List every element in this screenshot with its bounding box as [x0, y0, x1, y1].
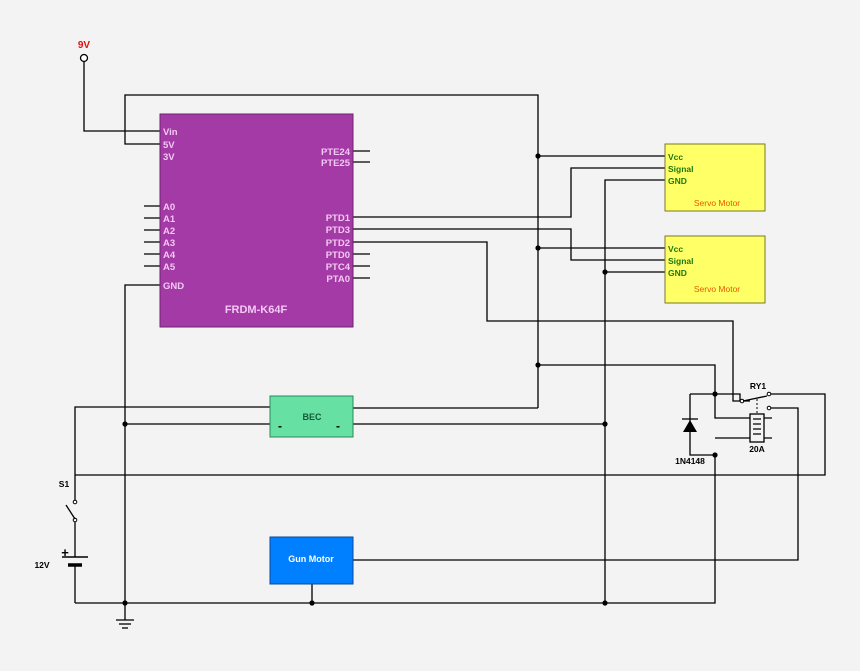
- pin-ptd3: PTD3: [326, 225, 350, 236]
- switch-s1[interactable]: S1: [59, 479, 78, 548]
- pin-vin: Vin: [163, 127, 178, 138]
- battery-voltage-label: 12V: [34, 560, 49, 570]
- diode-1n4148: 1N4148: [675, 418, 705, 466]
- wire-5v-rail: [124, 94, 539, 408]
- frdm-k64f-board[interactable]: Vin 5V 3V A0 A1 A2 A3 A4 A5 GND PTE24 PT…: [159, 113, 354, 328]
- wire-ptd2-relay: [353, 241, 740, 402]
- wire-ground-servos: [604, 179, 665, 424]
- wire-ptd3-servo2-signal: [353, 228, 665, 261]
- wire-coil-right: [764, 417, 772, 439]
- wire-coil-top: [714, 376, 750, 419]
- wire-switch-relay: [75, 393, 826, 476]
- wire-ground-main: [124, 284, 160, 620]
- pin-ptd0: PTD0: [326, 250, 350, 261]
- diode-label: 1N4148: [675, 456, 705, 466]
- servo-2-pin-gnd: GND: [668, 268, 687, 278]
- wire-battery-bec-in: [74, 406, 270, 500]
- servo-motor-2[interactable]: Vcc Signal GND Servo Motor: [664, 235, 766, 304]
- servo-1-pin-gnd: GND: [668, 176, 687, 186]
- pin-pte25: PTE25: [321, 158, 351, 169]
- supply-9v: 9V: [78, 40, 91, 63]
- pin-a3: A3: [163, 238, 175, 249]
- wire-bec-ground: [125, 423, 606, 603]
- gun-motor-label: Gun Motor: [288, 554, 334, 564]
- pin-a5: A5: [163, 262, 176, 273]
- pin-a2: A2: [163, 226, 175, 237]
- wire-9v-vin: [83, 62, 160, 132]
- bec-label: BEC: [302, 412, 322, 422]
- pin-3v: 3V: [163, 152, 175, 163]
- servo-1-pin-signal: Signal: [668, 164, 694, 174]
- relay-label: RY1: [750, 381, 766, 391]
- wire-stubs-right: [353, 150, 370, 279]
- wire-ptd1-servo1-signal: [353, 167, 665, 218]
- servo-2-title: Servo Motor: [694, 284, 740, 294]
- relay-rating: 20A: [749, 444, 765, 454]
- board-name: FRDM-K64F: [225, 304, 288, 316]
- pin-ptd2: PTD2: [326, 238, 350, 249]
- servo-2-pin-vcc: Vcc: [668, 244, 683, 254]
- bec-minus-left: -: [278, 419, 282, 433]
- bec-minus-right: -: [336, 419, 340, 433]
- gun-motor[interactable]: Gun Motor: [269, 536, 354, 585]
- wire-stubs-left: [144, 205, 160, 267]
- servo-2-pin-signal: Signal: [668, 256, 694, 266]
- pin-a4: A4: [163, 250, 176, 261]
- servo-motor-1[interactable]: Vcc Signal GND Servo Motor: [664, 143, 766, 212]
- pin-gnd: GND: [163, 281, 184, 292]
- pin-ptc4: PTC4: [326, 262, 351, 273]
- servo-1-pin-vcc: Vcc: [668, 152, 683, 162]
- bec-module[interactable]: BEC - -: [269, 395, 354, 438]
- wire-gun-motor-relay: [353, 407, 799, 561]
- wire-ground-bottom: [75, 455, 716, 604]
- pin-ptd1: PTD1: [326, 213, 351, 224]
- pin-a1: A1: [163, 214, 176, 225]
- servo-1-title: Servo Motor: [694, 198, 740, 208]
- pin-pte24: PTE24: [321, 147, 351, 158]
- pin-a0: A0: [163, 202, 175, 213]
- switch-label: S1: [59, 479, 70, 489]
- battery-plus-sign: +: [61, 545, 69, 560]
- junctions: [122, 153, 718, 606]
- pin-5v: 5V: [163, 140, 175, 151]
- supply-9v-label: 9V: [78, 40, 91, 51]
- relay-ry1[interactable]: RY1 20A: [739, 381, 772, 454]
- wire-rail-relay: [538, 364, 716, 376]
- ground-icon: [116, 619, 134, 629]
- pin-pta0: PTA0: [326, 274, 350, 285]
- wire-diode-frame: [689, 394, 715, 456]
- battery-12v: + 12V: [34, 545, 88, 570]
